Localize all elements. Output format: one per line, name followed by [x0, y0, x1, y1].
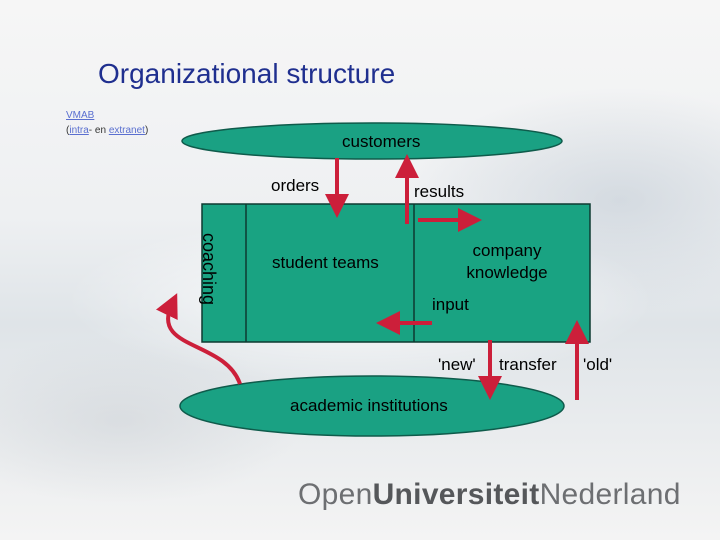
academic-ellipse: [179, 375, 565, 437]
intra-link[interactable]: intra: [69, 125, 89, 136]
extranet-link[interactable]: extranet: [108, 125, 145, 136]
student-teams-label: student teams: [272, 253, 379, 272]
vmab-link[interactable]: VMAB: [66, 110, 95, 121]
logo-open: Open: [298, 478, 373, 511]
input-label: input: [432, 295, 469, 314]
slide-title: Organizational structure: [98, 58, 396, 89]
network-note: (intra- en extranet): [66, 125, 148, 136]
academic-institutions-label: academic institutions: [290, 396, 448, 415]
close-paren: ): [144, 125, 149, 136]
old-label: 'old': [583, 355, 613, 374]
open-paren: (: [66, 125, 70, 136]
coaching-arrow: [156, 293, 242, 385]
vmab-label: VMAB: [66, 110, 94, 121]
company-knowledge-label: company knowledge: [466, 241, 548, 282]
open-universiteit-logo: OpenUniversiteitNederland: [298, 478, 681, 512]
coaching-label: coaching: [199, 232, 219, 306]
middle-text: - en: [88, 125, 109, 136]
logo-universiteit: Universiteit: [372, 478, 540, 511]
transfer-label: transfer: [499, 355, 557, 374]
orders-label: orders: [271, 176, 320, 195]
customers-ellipse: [181, 122, 563, 160]
customers-label: customers: [342, 132, 421, 151]
new-label: 'new': [438, 355, 476, 374]
results-label: results: [414, 182, 465, 201]
logo-nederland: Nederland: [539, 478, 681, 511]
